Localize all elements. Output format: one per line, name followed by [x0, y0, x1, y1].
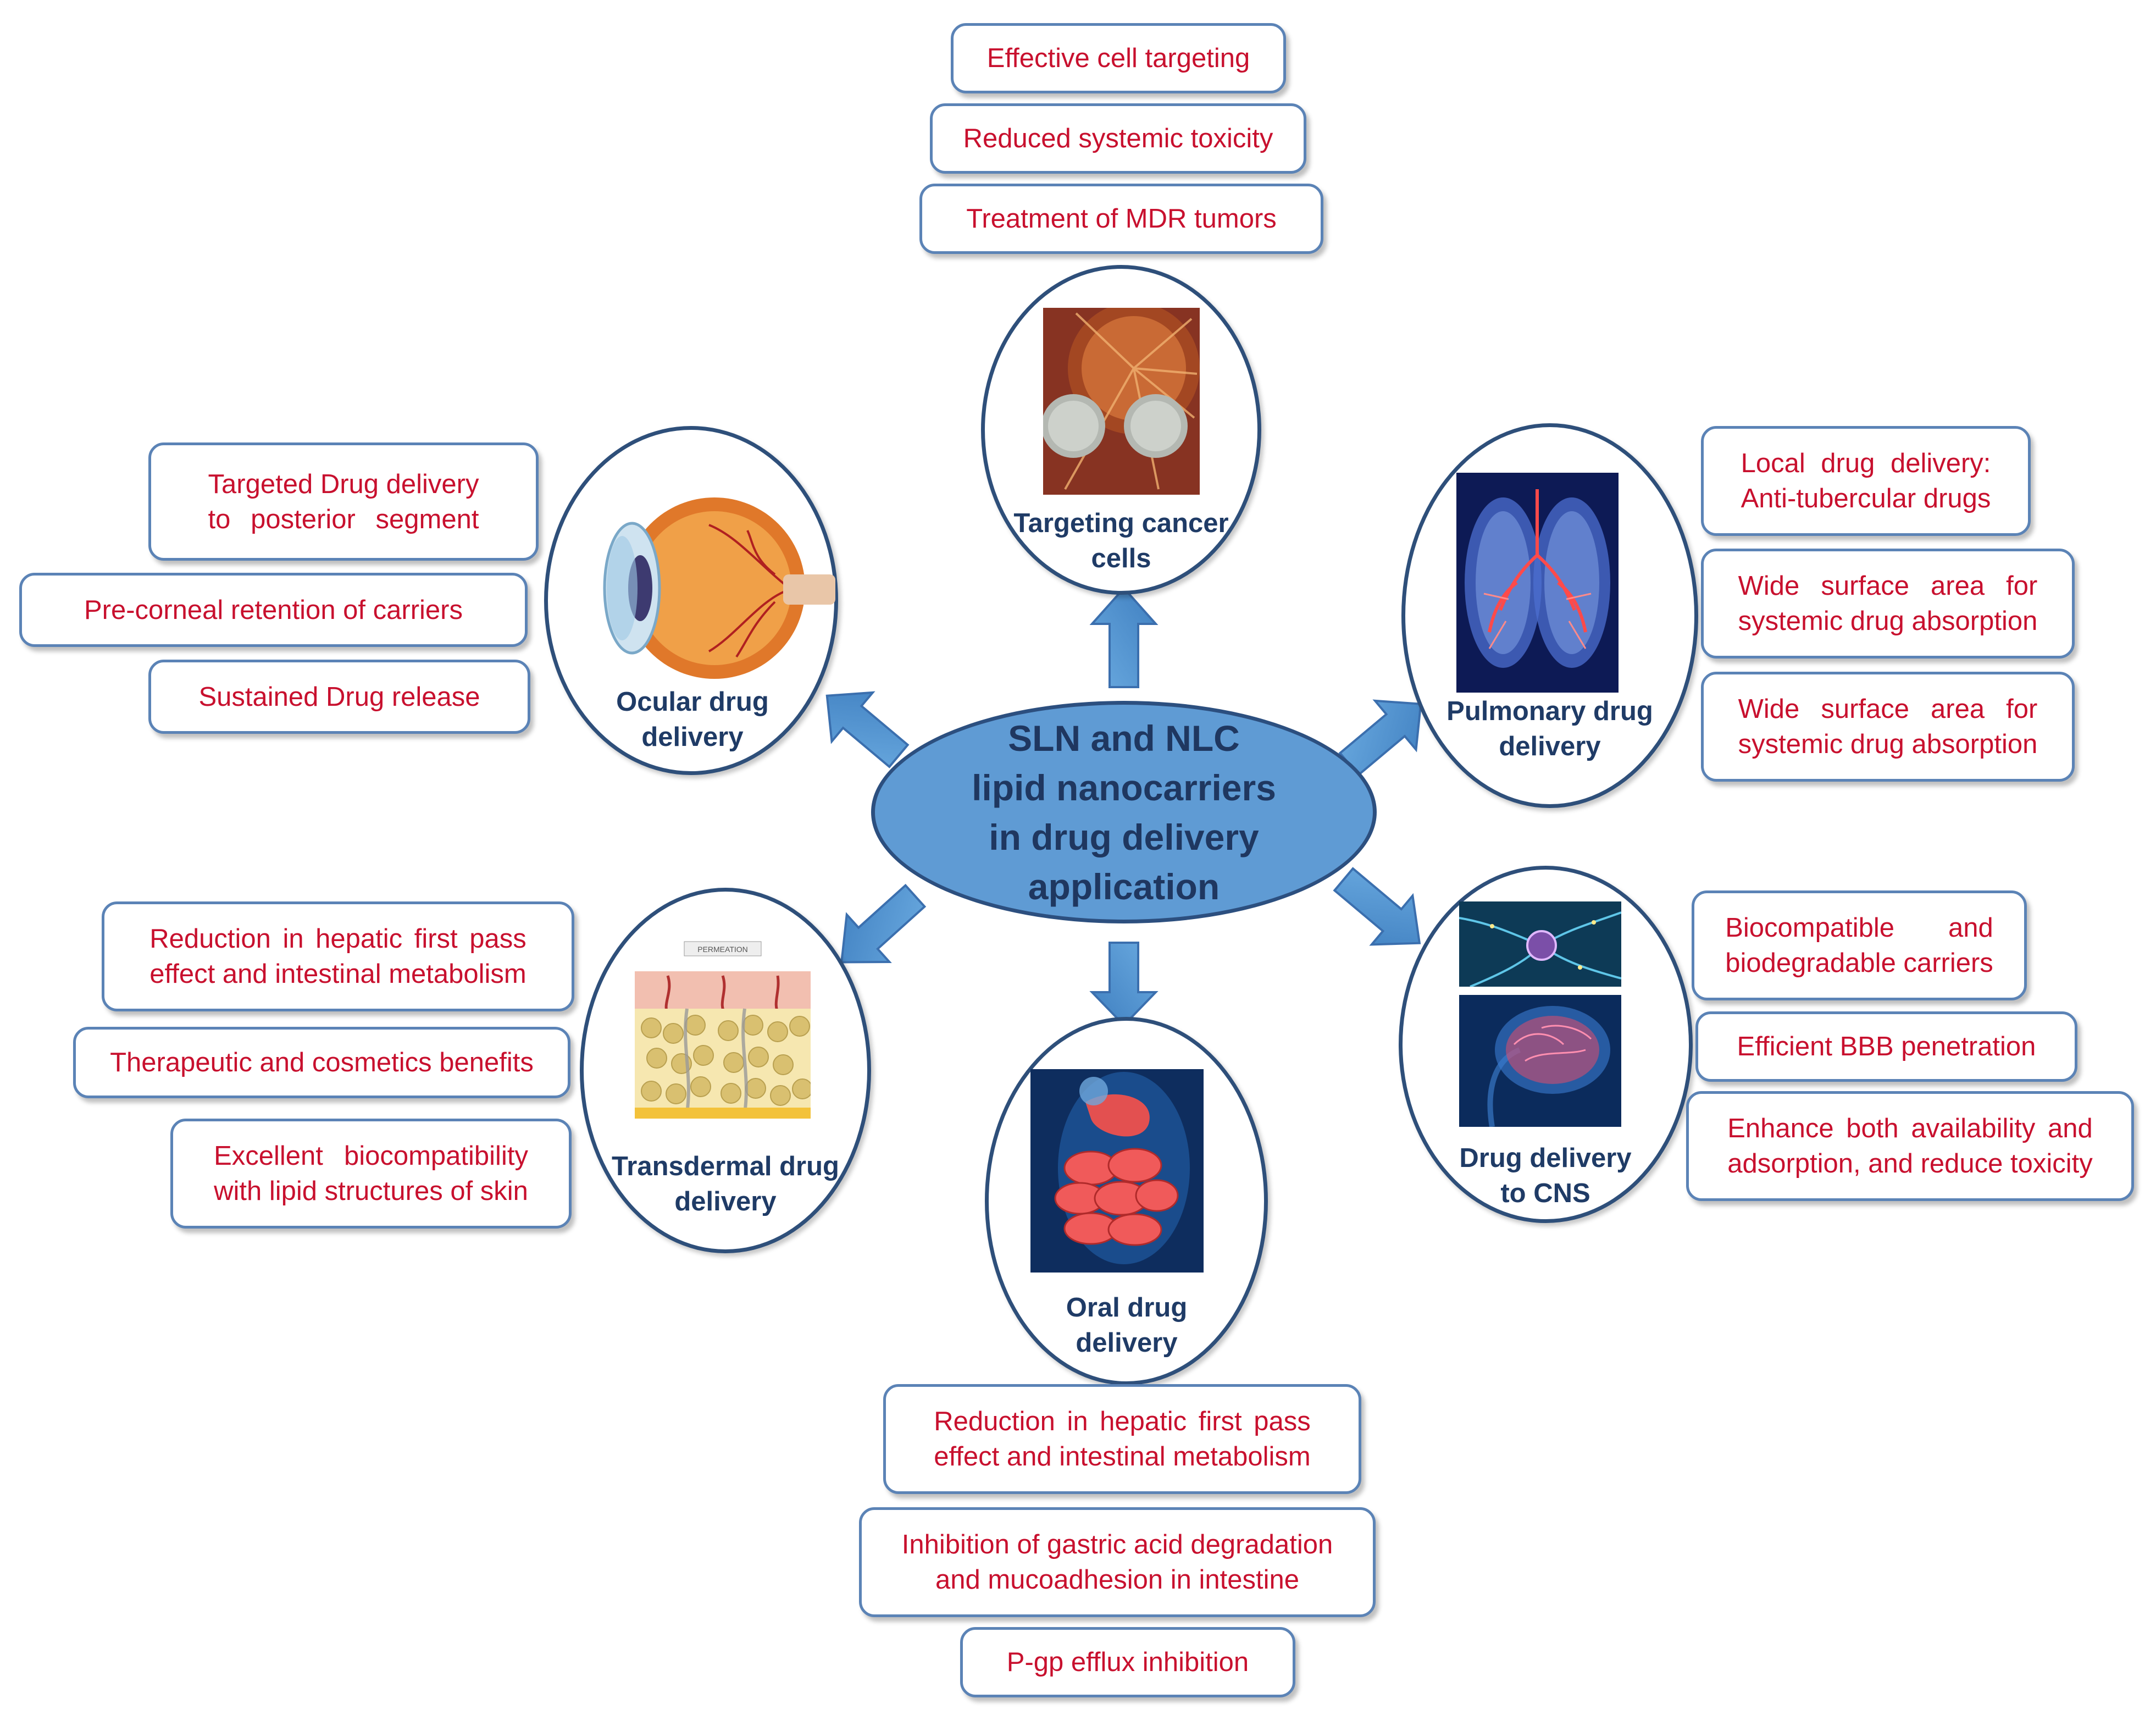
oral-box-3-text: P-gp efflux inhibition	[1006, 1647, 1249, 1677]
arrow-down-left	[840, 883, 927, 964]
intestine-icon	[1030, 1069, 1204, 1273]
oral-box-3: P-gp efflux inhibition	[960, 1627, 1295, 1697]
cns-box-1-text: Biocompatible and biodegradable carriers	[1725, 913, 1993, 978]
pulmonary-box-3: Wide surface area for systemic drug abso…	[1701, 672, 2075, 782]
transdermal-label: Transdermal drug delivery	[612, 1152, 839, 1216]
ocular-box-1: Targeted Drug delivery to posterior segm…	[148, 442, 539, 561]
permeation-tag: PERMEATION	[697, 945, 748, 954]
cancer-box-1-text: Effective cell targeting	[986, 43, 1250, 73]
cancer-cell-icon	[1043, 308, 1200, 495]
arrow-down-right	[1333, 867, 1421, 946]
pulmonary-label: Pulmonary drug delivery	[1446, 696, 1653, 761]
oral-box-2-text: Inhibition of gastric acid degradation a…	[901, 1530, 1333, 1595]
cancer-label: Targeting cancer cells	[1013, 508, 1229, 573]
neuron-icon	[1459, 901, 1621, 987]
cancer-box-3-text: Treatment of MDR tumors	[966, 204, 1277, 234]
cancer-box-2-text: Reduced systemic toxicity	[963, 124, 1273, 153]
cns-box-2: Efficient BBB penetration	[1695, 1011, 2077, 1082]
pulmonary-box-2-text: Wide surface area for systemic drug abso…	[1738, 571, 2038, 636]
arrow-down	[1089, 942, 1159, 1027]
cns-box-1: Biocompatible and biodegradable carriers	[1692, 890, 2027, 1000]
center-ellipse: SLN and NLC lipid nanocarriers in drug d…	[871, 701, 1377, 923]
arrow-up-right	[1338, 699, 1422, 777]
cns-box-2-text: Efficient BBB penetration	[1737, 1032, 2036, 1061]
ocular-box-2-text: Pre-corneal retention of carriers	[84, 595, 463, 625]
transdermal-box-3-text: Excellent biocompatibility with lipid st…	[214, 1141, 528, 1206]
pulmonary-box-1-text: Local drug delivery: Anti-tubercular dru…	[1741, 449, 1991, 513]
cns-label: Drug delivery to CNS	[1459, 1143, 1632, 1208]
ocular-box-3-text: Sustained Drug release	[198, 682, 480, 712]
oral-box-1-text: Reduction in hepatic first pass effect a…	[934, 1407, 1311, 1471]
pulmonary-box-3-text: Wide surface area for systemic drug abso…	[1738, 694, 2038, 759]
center-title: SLN and NLC lipid nanocarriers in drug d…	[972, 717, 1276, 907]
eye-icon	[572, 492, 841, 690]
arrow-up	[1089, 586, 1159, 688]
cancer-box-1: Effective cell targeting	[951, 23, 1286, 93]
transdermal-box-1: Reduction in hepatic first pass effect a…	[102, 901, 574, 1011]
cns-box-3: Enhance both availability and adsorption…	[1686, 1091, 2134, 1201]
oral-label: Oral drug delivery	[1066, 1293, 1188, 1358]
cancer-box-2: Reduced systemic toxicity	[930, 103, 1306, 174]
cancer-box-3: Treatment of MDR tumors	[919, 184, 1323, 254]
transdermal-box-1-text: Reduction in hepatic first pass effect a…	[149, 924, 526, 989]
ocular-box-1-text: Targeted Drug delivery to posterior segm…	[208, 469, 479, 534]
transdermal-box-2: Therapeutic and cosmetics benefits	[73, 1027, 570, 1098]
oral-box-1: Reduction in hepatic first pass effect a…	[883, 1384, 1361, 1494]
pulmonary-box-2: Wide surface area for systemic drug abso…	[1701, 549, 2075, 659]
transdermal-box-2-text: Therapeutic and cosmetics benefits	[110, 1048, 534, 1077]
ocular-box-2: Pre-corneal retention of carriers	[19, 573, 528, 647]
transdermal-box-3: Excellent biocompatibility with lipid st…	[170, 1119, 572, 1229]
lungs-icon	[1456, 473, 1619, 693]
oral-box-2: Inhibition of gastric acid degradation a…	[859, 1507, 1376, 1617]
cns-box-3-text: Enhance both availability and adsorption…	[1727, 1114, 2093, 1179]
skin-layers-icon: PERMEATION	[635, 937, 811, 1119]
pulmonary-box-1: Local drug delivery: Anti-tubercular dru…	[1701, 426, 2031, 536]
brain-icon	[1459, 995, 1621, 1127]
arrow-up-left	[825, 691, 910, 768]
ocular-label: Ocular drug delivery	[616, 687, 769, 752]
ocular-box-3: Sustained Drug release	[148, 660, 530, 734]
